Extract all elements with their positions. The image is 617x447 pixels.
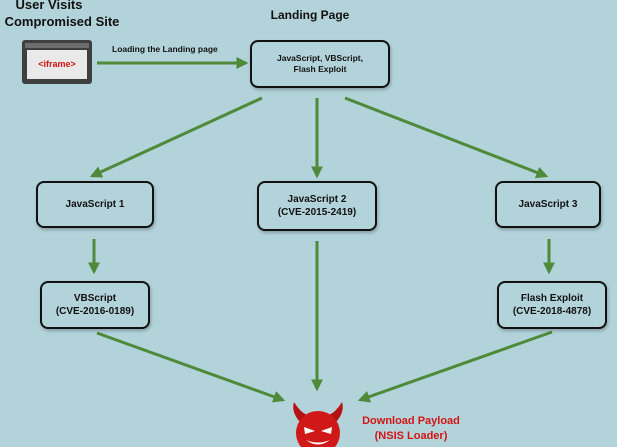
arrow-flash-to-payload (357, 330, 553, 403)
node-js1-label: JavaScript 1 (65, 198, 125, 210)
browser-window-icon: <iframe> (22, 40, 92, 84)
node-js2-line2: (CVE-2015-2419) (277, 207, 357, 218)
node-flash-line2: (CVE-2018-4878) (512, 306, 592, 317)
landing-page-title: Landing Page (270, 8, 350, 22)
node-vbs-line1: VBScript (73, 292, 117, 304)
download-payload-label: Download Payload (NSIS Loader) (356, 414, 466, 445)
edge-label-loading: Loading the Landing page (112, 44, 218, 54)
node-vbscript: VBScript (CVE-2016-0189) (40, 281, 150, 329)
node-javascript-1: JavaScript 1 (36, 181, 154, 228)
payload-line1: Download Payload (362, 415, 460, 427)
browser-viewport: <iframe> (27, 50, 87, 79)
payload-line2: (NSIS Loader) (374, 430, 448, 443)
arrow-vbs-to-payload (96, 331, 286, 403)
arrow-landing-to-js3 (344, 96, 549, 179)
node-javascript-2: JavaScript 2 (CVE-2015-2419) (257, 181, 377, 231)
node-landing-page: JavaScript, VBScript, Flash Exploit (250, 40, 390, 88)
user-visits-label: User Visits (15, 0, 83, 12)
browser-titlebar (25, 43, 89, 48)
node-flash-exploit: Flash Exploit (CVE-2018-4878) (497, 281, 607, 329)
arrow-landing-to-js1 (89, 96, 263, 178)
devil-icon (293, 402, 343, 447)
node-landing-line2: Flash Exploit (293, 64, 347, 74)
node-js2-line1: JavaScript 2 (287, 193, 347, 205)
iframe-label: <iframe> (38, 59, 76, 70)
node-landing-line1: JavaScript, VBScript, (277, 52, 363, 63)
compromised-site-label: Compromised Site (4, 14, 120, 29)
node-javascript-3: JavaScript 3 (495, 181, 601, 228)
node-flash-line1: Flash Exploit (520, 292, 584, 304)
node-vbs-line2: (CVE-2016-0189) (55, 306, 135, 317)
node-js3-label: JavaScript 3 (518, 198, 578, 210)
